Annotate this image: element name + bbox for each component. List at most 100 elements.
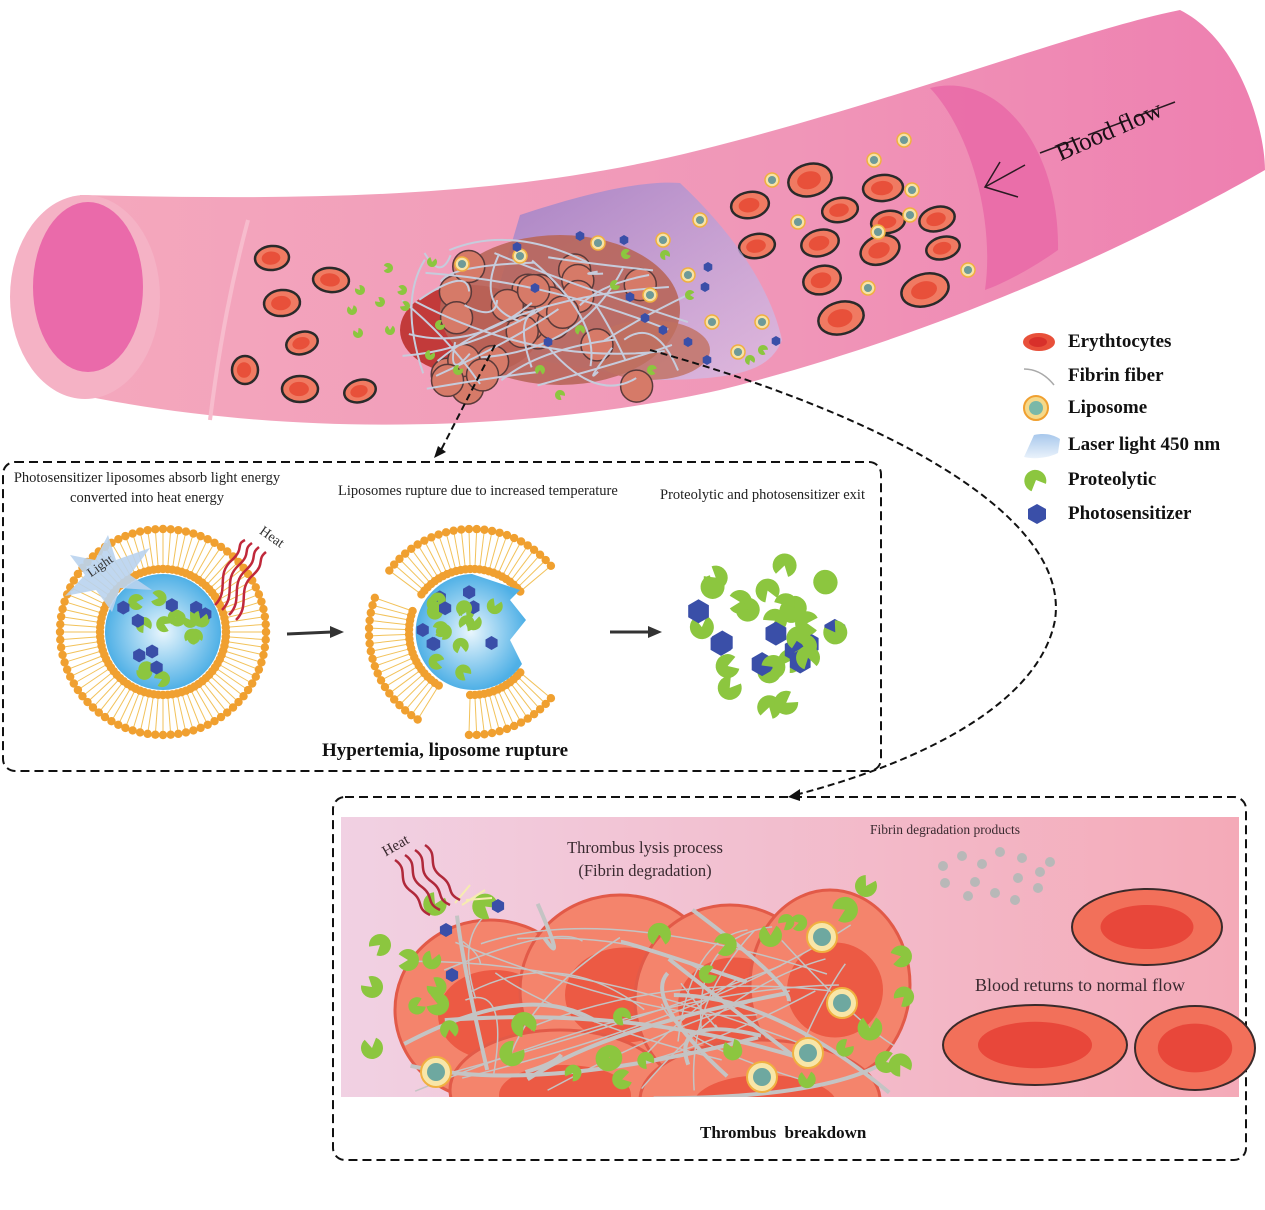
legend-item-fibrin-fiber: Fibrin fiber bbox=[1022, 361, 1164, 391]
lipid-head bbox=[58, 650, 67, 660]
fibrin-degradation-product bbox=[1033, 883, 1043, 893]
legend-item-proteolytic: Proteolytic bbox=[1022, 465, 1156, 495]
fibrin-fiber bbox=[418, 279, 471, 301]
heat-waves-icon bbox=[394, 843, 461, 917]
lipid-tail bbox=[73, 660, 103, 676]
lipid-head bbox=[457, 525, 466, 534]
lipid-tail bbox=[172, 698, 179, 730]
lipid-tail bbox=[80, 669, 108, 689]
lipid-head bbox=[380, 682, 390, 692]
lipid-head bbox=[243, 685, 253, 695]
lipid-head bbox=[251, 583, 260, 592]
liposome-icon bbox=[790, 214, 806, 230]
legend-item-laser-light: Laser light 450 nm bbox=[1022, 430, 1220, 460]
lipid-head bbox=[223, 708, 232, 717]
lipid-tail bbox=[419, 688, 438, 717]
lysis-line2: (Fibrin degradation) bbox=[578, 861, 712, 880]
erythrocyte-icon bbox=[820, 196, 860, 224]
legend-item-photosensitizer: Photosensitizer bbox=[1022, 499, 1191, 529]
lipid-head bbox=[88, 703, 98, 712]
lipid-tail bbox=[147, 534, 154, 566]
proteolytic-icon bbox=[456, 600, 472, 616]
photosensitizer-icon bbox=[131, 613, 144, 628]
lipid-tail bbox=[401, 679, 426, 703]
lipid-tail bbox=[66, 609, 98, 618]
lipid-head bbox=[166, 525, 175, 534]
lipid-head bbox=[151, 730, 160, 739]
proteolytic-icon bbox=[685, 290, 695, 300]
proteolytic-icon bbox=[375, 297, 385, 307]
lipid-head bbox=[395, 700, 404, 710]
hyperthermia-panel-border bbox=[2, 461, 882, 772]
proteolytic-icon bbox=[735, 597, 760, 622]
lipid-tail bbox=[374, 613, 407, 620]
lipid-tail bbox=[498, 541, 513, 572]
photosensitizer-icon bbox=[463, 585, 476, 600]
liposome-icon bbox=[692, 212, 708, 228]
lipid-head bbox=[260, 643, 270, 652]
lipid-head bbox=[121, 723, 130, 733]
erythrocyte-icon bbox=[253, 244, 291, 272]
lipid-head bbox=[189, 529, 198, 538]
fibrin-fiber bbox=[489, 253, 521, 323]
liposome-icon bbox=[792, 1037, 824, 1069]
photosensitizer-icon bbox=[575, 231, 585, 241]
proteolytic-icon bbox=[499, 1040, 525, 1067]
proteolytic-icon bbox=[647, 365, 657, 375]
lipid-head bbox=[56, 620, 65, 629]
stage1-caption-line2: converted into heat energy bbox=[70, 490, 224, 506]
fibrin-degradation-product bbox=[990, 888, 1000, 898]
lipid-head bbox=[239, 692, 248, 701]
lipid-head bbox=[69, 679, 78, 688]
lipid-head bbox=[464, 524, 474, 534]
lipid-tail bbox=[182, 695, 193, 727]
fibrin-fiber bbox=[494, 252, 689, 323]
fibrin-fiber bbox=[660, 1003, 808, 1083]
fibrin-fiber bbox=[535, 902, 556, 951]
fibrin-fiber bbox=[537, 343, 673, 387]
lipid-tail bbox=[211, 677, 236, 700]
lipid-head bbox=[251, 672, 260, 681]
proteolytic-icon bbox=[452, 637, 469, 654]
proteolytic-icon bbox=[151, 590, 167, 607]
lipid-head bbox=[541, 699, 550, 709]
proteolytic-icon bbox=[169, 610, 186, 627]
lipid-tail bbox=[182, 537, 193, 569]
fibrin-fiber bbox=[455, 941, 758, 1017]
lipid-tail bbox=[484, 534, 492, 567]
lipid-tail bbox=[507, 548, 527, 576]
proteolytic-icon bbox=[832, 896, 858, 923]
lipid-head bbox=[60, 597, 69, 606]
lipid-tail bbox=[70, 656, 101, 669]
lipid-tail bbox=[113, 689, 130, 718]
lipid-head bbox=[174, 525, 183, 535]
lipid-tail bbox=[204, 554, 226, 580]
proteolytic-icon bbox=[774, 690, 799, 715]
lipid-tail bbox=[519, 678, 544, 702]
proteolytic-icon bbox=[355, 285, 365, 295]
lipid-head bbox=[121, 531, 130, 541]
lipid-head bbox=[128, 726, 137, 735]
lipid-tail bbox=[70, 595, 101, 608]
lipid-tail bbox=[489, 696, 500, 728]
proteolytic-icon bbox=[723, 1038, 742, 1057]
lipid-head bbox=[480, 525, 489, 534]
erythrocyte-icon bbox=[918, 205, 956, 233]
fibrin-fiber bbox=[425, 271, 669, 331]
fibrin-fiber bbox=[680, 982, 719, 1031]
fibrin-fiber bbox=[510, 936, 621, 1053]
lipid-tail bbox=[461, 533, 466, 566]
proteolytic-icon bbox=[398, 949, 419, 971]
proteolytic-icon bbox=[798, 1071, 816, 1089]
lipid-head bbox=[487, 526, 497, 536]
lipid-tail bbox=[106, 687, 126, 715]
proteolytic-icon bbox=[717, 675, 742, 700]
lipid-tail bbox=[494, 538, 507, 570]
liposome-icon bbox=[642, 287, 658, 303]
lipid-head bbox=[259, 650, 268, 660]
liposome-icon bbox=[1023, 395, 1049, 421]
lipid-head bbox=[107, 717, 116, 726]
erythrocyte-icon bbox=[787, 162, 833, 198]
